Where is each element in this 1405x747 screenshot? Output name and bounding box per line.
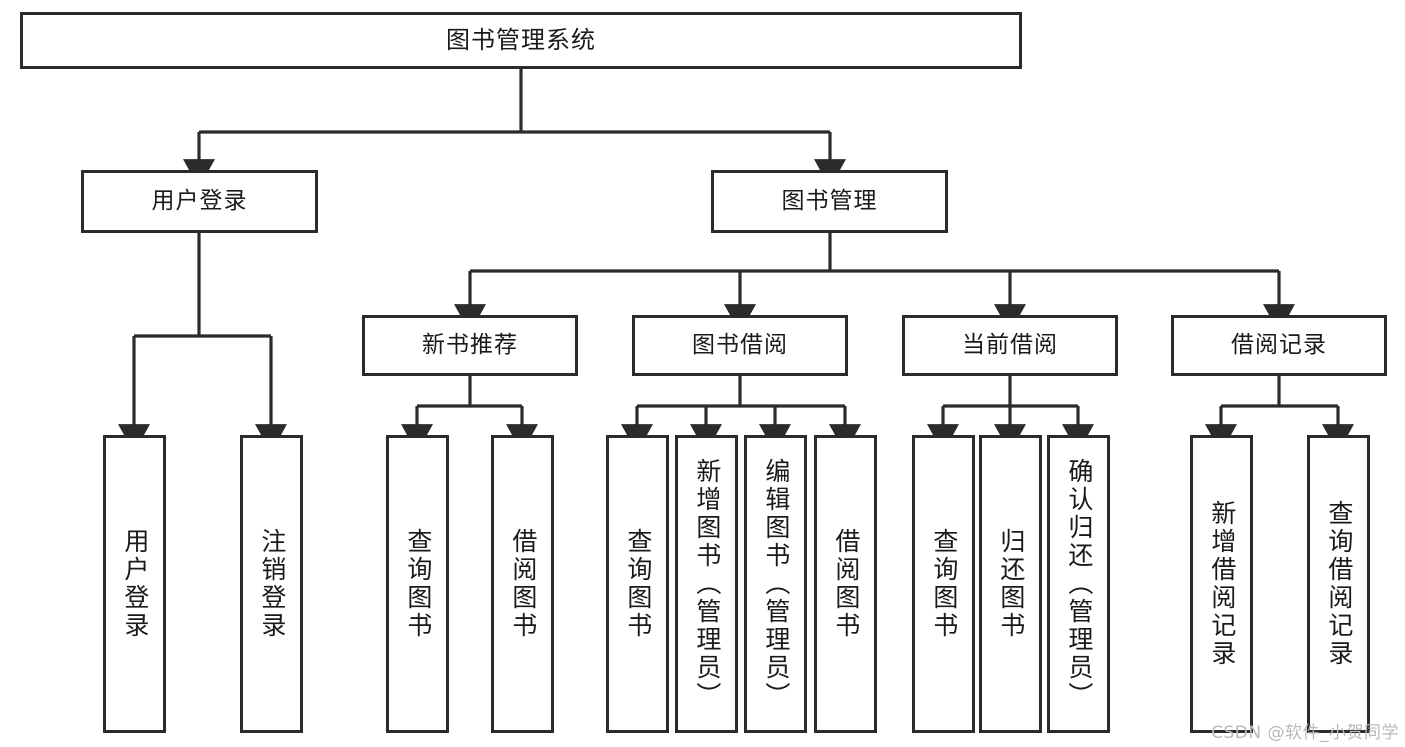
- leaf-add-borrow-record[interactable]: 新增借阅记录: [1190, 435, 1253, 733]
- node-user-login[interactable]: 用户登录: [81, 170, 318, 233]
- node-label: 编辑图书（管理员）: [761, 458, 791, 710]
- node-label: 用户登录: [120, 528, 150, 640]
- leaf-query-book-current[interactable]: 查询图书: [912, 435, 975, 733]
- node-current-borrowing[interactable]: 当前借阅: [902, 315, 1118, 376]
- leaf-logout[interactable]: 注销登录: [240, 435, 303, 733]
- node-label: 图书借阅: [692, 332, 788, 359]
- node-label: 借阅图书: [831, 528, 861, 640]
- node-label: 当前借阅: [962, 332, 1058, 359]
- node-label: 确认归还（管理员）: [1064, 458, 1094, 710]
- csdn-watermark: CSDN @软件_小贺同学: [1211, 723, 1399, 743]
- node-label: 查询图书: [929, 528, 959, 640]
- node-book-management[interactable]: 图书管理: [711, 170, 948, 233]
- leaf-query-borrow-record[interactable]: 查询借阅记录: [1307, 435, 1370, 733]
- node-label: 查询图书: [403, 528, 433, 640]
- leaf-return-book[interactable]: 归还图书: [979, 435, 1042, 733]
- node-label: 注销登录: [257, 528, 287, 640]
- node-label: 新增图书（管理员）: [692, 458, 722, 710]
- node-book-management-system[interactable]: 图书管理系统: [20, 12, 1022, 69]
- node-book-borrowing[interactable]: 图书借阅: [632, 315, 848, 376]
- node-label: 新增借阅记录: [1207, 500, 1237, 668]
- leaf-edit-book-admin[interactable]: 编辑图书（管理员）: [744, 435, 807, 733]
- node-new-book-recommendation[interactable]: 新书推荐: [362, 315, 578, 376]
- node-borrow-record[interactable]: 借阅记录: [1171, 315, 1387, 376]
- leaf-add-book-admin[interactable]: 新增图书（管理员）: [675, 435, 738, 733]
- leaf-user-login[interactable]: 用户登录: [103, 435, 166, 733]
- node-label: 图书管理系统: [446, 25, 596, 54]
- leaf-borrow-book-recommend[interactable]: 借阅图书: [491, 435, 554, 733]
- leaf-confirm-return-admin[interactable]: 确认归还（管理员）: [1047, 435, 1110, 733]
- node-label: 查询图书: [623, 528, 653, 640]
- node-label: 用户登录: [151, 188, 248, 215]
- node-label: 图书管理: [781, 188, 878, 215]
- leaf-query-book-borrow[interactable]: 查询图书: [606, 435, 669, 733]
- node-label: 新书推荐: [422, 332, 518, 359]
- leaf-query-book-recommend[interactable]: 查询图书: [386, 435, 449, 733]
- leaf-borrow-book[interactable]: 借阅图书: [814, 435, 877, 733]
- node-label: 归还图书: [996, 528, 1026, 640]
- node-label: 查询借阅记录: [1324, 500, 1354, 668]
- node-label: 借阅图书: [508, 528, 538, 640]
- node-label: 借阅记录: [1231, 332, 1327, 359]
